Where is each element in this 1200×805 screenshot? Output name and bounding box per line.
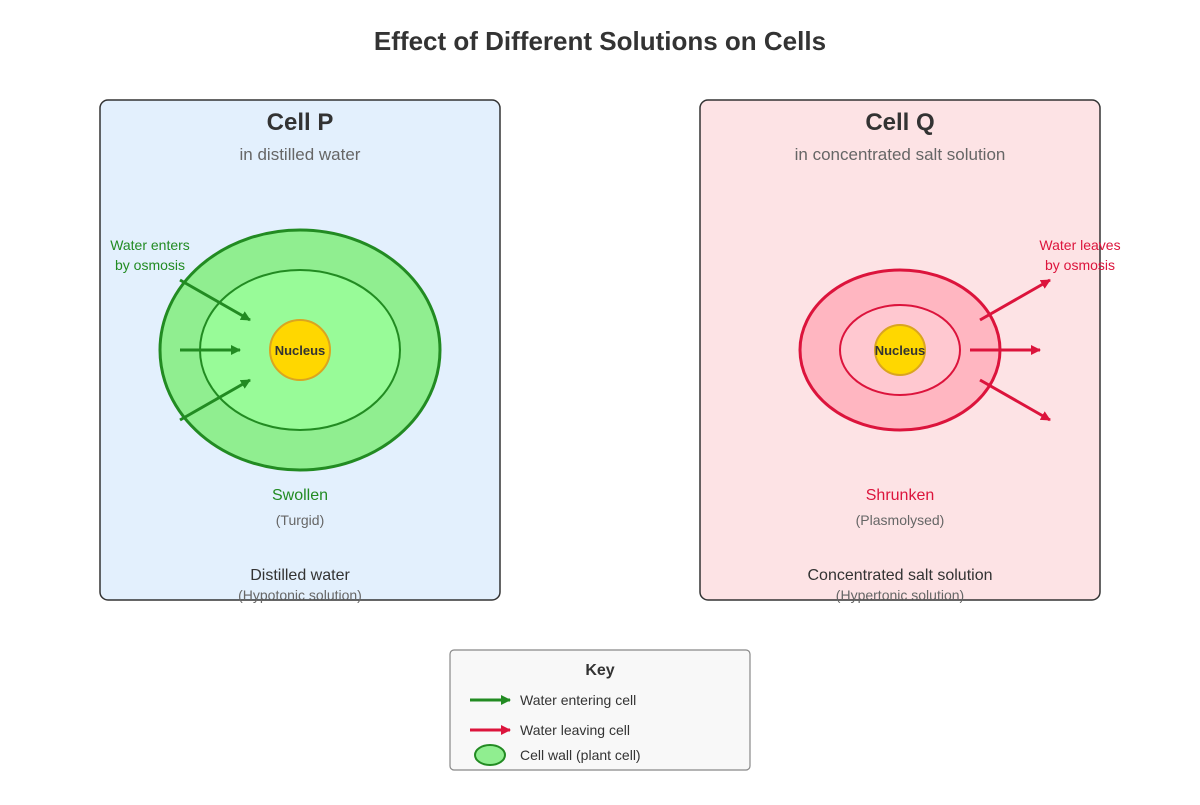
diagram-title: Effect of Different Solutions on Cells bbox=[374, 26, 826, 56]
cell-p-nucleus bbox=[269, 319, 331, 381]
cell-q-arrow-label-line1: Water leaves bbox=[1039, 237, 1120, 253]
cell-q-arrow-label-line2: by osmosis bbox=[1045, 257, 1115, 273]
cell-q-nucleus bbox=[874, 324, 926, 376]
key-item-label: Cell wall (plant cell) bbox=[520, 747, 641, 763]
key-box: Key Water entering cell Water leaving ce… bbox=[449, 649, 751, 771]
cell-p-arrow-top-icon bbox=[179, 278, 251, 322]
cell-p-nucleus-label: Nucleus bbox=[275, 343, 326, 358]
cell-q-nucleus-label: Nucleus bbox=[875, 343, 926, 358]
cell-p-subtitle: in distilled water bbox=[240, 145, 361, 164]
cell-p-solution-type: (Hypotonic solution) bbox=[238, 587, 362, 603]
cell-p-arrow-bottom-icon bbox=[179, 378, 251, 422]
cell-q-subtitle: in concentrated salt solution bbox=[795, 145, 1006, 164]
cell-q-state: Shrunken bbox=[866, 487, 935, 504]
cell-p-state: Swollen bbox=[272, 487, 328, 504]
cell-q-arrow-bottom-icon bbox=[979, 378, 1051, 422]
cell-wall-swatch-icon bbox=[474, 744, 506, 766]
cell-p-state-detail: (Turgid) bbox=[276, 512, 325, 528]
key-item-label: Water entering cell bbox=[520, 692, 636, 708]
cell-q-panel: Cell Q in concentrated salt solution Nuc… bbox=[699, 99, 1121, 603]
cell-p-arrow-label-line1: Water enters bbox=[110, 237, 190, 253]
key-item-label: Water leaving cell bbox=[520, 722, 630, 738]
key-panel bbox=[449, 649, 751, 771]
cell-q-arrow-top-icon bbox=[979, 278, 1051, 322]
cell-p-panel: Cell P in distilled water Nucleus Water … bbox=[99, 99, 501, 603]
key-title: Key bbox=[585, 662, 614, 679]
cell-q-title: Cell Q bbox=[865, 109, 934, 136]
cell-p-arrow-label-line2: by osmosis bbox=[115, 257, 185, 273]
cell-p-title: Cell P bbox=[267, 109, 334, 136]
cell-p-solution: Distilled water bbox=[250, 567, 350, 584]
cell-q-solution-type: (Hypertonic solution) bbox=[836, 587, 964, 603]
cell-q-state-detail: (Plasmolysed) bbox=[856, 512, 945, 528]
cell-q-solution: Concentrated salt solution bbox=[808, 567, 993, 584]
